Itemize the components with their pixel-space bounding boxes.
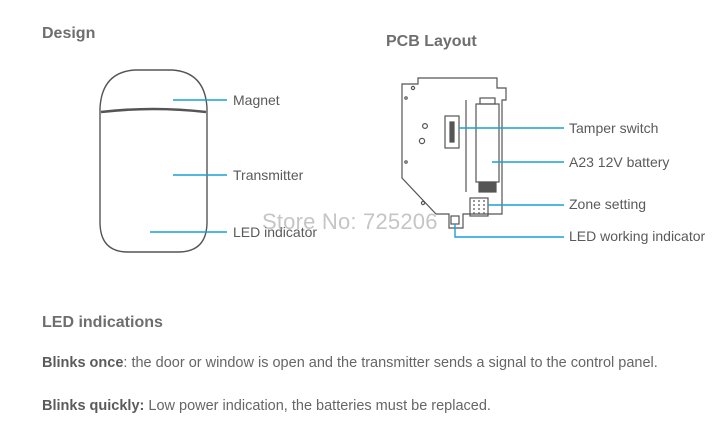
led-working-indicator-label: LED working indicator	[569, 228, 706, 244]
magnet-divider-line	[100, 107, 207, 114]
battery-component	[475, 103, 500, 183]
design-heading: Design	[42, 25, 96, 42]
tamper-switch-label: Tamper switch	[569, 120, 659, 136]
mounting-hole-icon	[404, 96, 408, 100]
led-indication-text: Low power indication, the batteries must…	[148, 398, 491, 414]
transmitter-device-illustration	[99, 69, 208, 253]
led-indication-text: the door or window is open and the trans…	[131, 355, 658, 371]
led-indication-item: Blinks quickly: Low power indication, th…	[42, 397, 710, 416]
led-indication-separator: :	[123, 355, 132, 371]
battery-terminal	[479, 97, 496, 105]
led-working-indicator-component	[450, 215, 460, 225]
mounting-hole-icon	[420, 200, 426, 206]
mounting-hole-icon	[422, 122, 429, 129]
magnet-label: Magnet	[233, 92, 280, 108]
mounting-hole-icon	[418, 137, 426, 145]
led-indication-term: Blinks quickly:	[42, 398, 145, 414]
pcb-outline	[401, 77, 507, 229]
led-indication-term: Blinks once	[42, 355, 124, 371]
led-indication-item: Blinks once: the door or window is open …	[42, 354, 710, 373]
battery-clip	[478, 181, 497, 193]
mounting-hole-icon	[404, 160, 408, 164]
led-working-indicator-pointer-line	[454, 224, 564, 238]
transmitter-body-outline	[99, 69, 208, 253]
tamper-switch-slot	[449, 121, 455, 143]
pcb-pointer-lines	[454, 127, 564, 238]
store-watermark: Store No: 725206	[262, 209, 438, 234]
zone-setting-dip-switch	[469, 197, 489, 217]
pcb-layout-heading: PCB Layout	[386, 33, 477, 50]
led-indications-heading: LED indications	[42, 314, 163, 331]
tamper-switch-component	[444, 115, 460, 149]
led-indicator-label: LED indicator	[233, 224, 318, 240]
pcb-board-illustration	[401, 77, 507, 229]
mounting-hole-icon	[410, 85, 416, 91]
transmitter-label: Transmitter	[233, 167, 304, 183]
design-pointer-lines	[150, 99, 227, 233]
zone-setting-label: Zone setting	[569, 196, 647, 212]
battery-label: A23 12V battery	[569, 154, 670, 170]
